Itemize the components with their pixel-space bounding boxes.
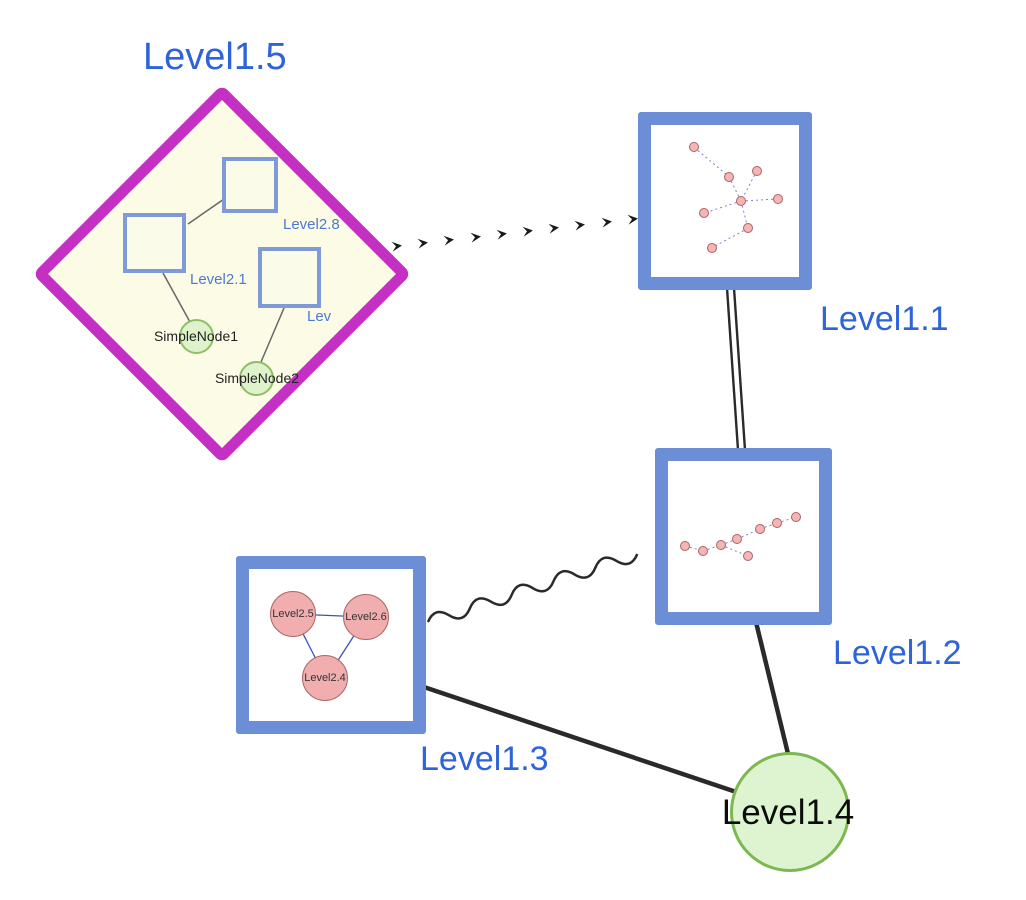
node-level1-1[interactable] — [638, 112, 812, 290]
mini-graph-edge — [740, 198, 779, 202]
node-level2-8[interactable] — [222, 157, 278, 213]
node-level2-5[interactable]: Level2.5 — [270, 591, 316, 637]
node-level1-2[interactable] — [655, 448, 832, 625]
mini-graph-node[interactable] — [772, 518, 783, 529]
mini-graph-edge — [703, 200, 742, 214]
node-level1-3[interactable] — [236, 556, 426, 734]
node-label-level2-1: Level2.1 — [190, 271, 247, 288]
mini-graph-node[interactable] — [735, 196, 746, 206]
node-simplenode1[interactable] — [179, 319, 214, 354]
mini-graph-node[interactable] — [743, 551, 754, 562]
node-label-level1-4: Level1.4 — [721, 793, 855, 832]
mini-graph-node[interactable] — [698, 208, 709, 219]
minigraph-level1-1 — [651, 125, 799, 277]
mini-graph-edge — [740, 170, 758, 202]
node-label-level1-5: Level1.5 — [143, 36, 287, 78]
edge-level11-level12-b[interactable] — [732, 287, 747, 451]
node-label-level2-8: Level2.8 — [283, 216, 340, 233]
node-level2-6[interactable]: Level2.6 — [343, 594, 389, 640]
mini-graph-node[interactable] — [723, 171, 734, 182]
node-label-level1-3: Level1.3 — [420, 740, 549, 778]
mini-graph-node[interactable] — [791, 512, 802, 523]
minigraph-level1-2 — [668, 461, 819, 612]
mini-graph-node[interactable] — [680, 541, 691, 551]
node-label-lev: Lev — [307, 308, 332, 325]
node-label-simplenode2: SimpleNode2 — [214, 370, 300, 386]
edge-level11-level12-a[interactable] — [725, 287, 740, 451]
mini-graph-edge — [711, 227, 749, 249]
node-simplenode2[interactable] — [239, 361, 274, 396]
node-label-level1-2: Level1.2 — [833, 634, 962, 672]
mini-graph-node[interactable] — [732, 534, 742, 545]
mini-graph-node[interactable] — [751, 165, 762, 176]
mini-graph-node[interactable] — [755, 523, 766, 534]
node-label-simplenode1: SimpleNode1 — [153, 328, 239, 344]
mini-graph-node[interactable] — [716, 539, 726, 550]
mini-graph-edge — [693, 146, 730, 178]
mini-graph-node[interactable] — [706, 242, 717, 253]
edge-level12-level14[interactable] — [752, 617, 793, 763]
node-level2-1[interactable] — [123, 213, 186, 273]
mini-graph-node[interactable] — [742, 223, 753, 234]
mini-graph-node[interactable] — [689, 142, 700, 153]
node-lev[interactable] — [258, 247, 321, 308]
mini-graph-node[interactable] — [772, 194, 783, 205]
edge-level13-level12[interactable] — [426, 548, 639, 628]
edge-level15-level11[interactable] — [391, 214, 638, 252]
node-level2-4[interactable]: Level2.4 — [302, 655, 348, 701]
mini-graph-node[interactable] — [698, 545, 709, 556]
node-label-level1-1: Level1.1 — [820, 300, 949, 338]
